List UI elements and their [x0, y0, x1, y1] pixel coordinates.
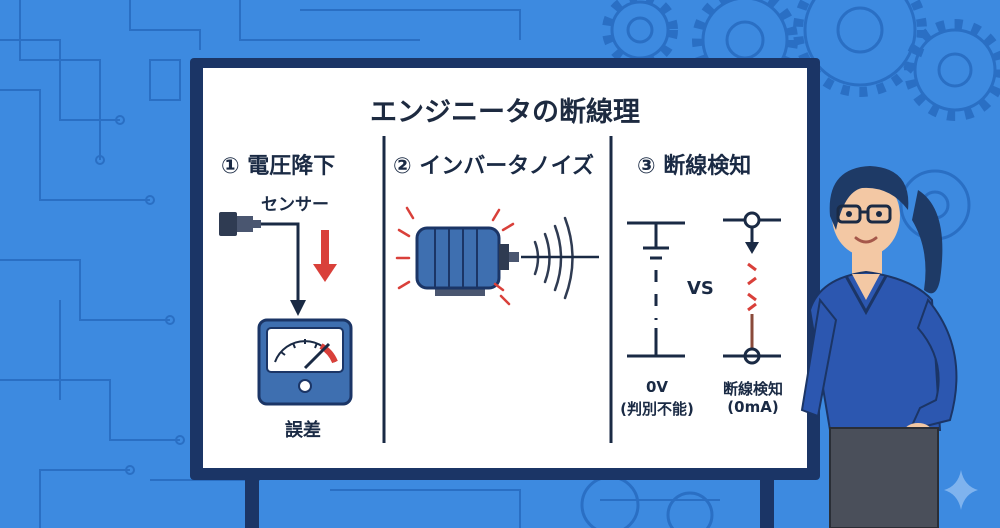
whiteboard-leg-left	[245, 478, 259, 528]
break-detection-circuit	[723, 211, 781, 365]
whiteboard-leg-right	[760, 478, 774, 528]
right-caption-line-2: (0mA)	[727, 398, 779, 416]
motor-icon	[415, 226, 519, 296]
meter-label: 誤差	[285, 420, 321, 441]
voltage-drop-arrow-icon	[313, 230, 337, 282]
diagram-drawing	[219, 136, 781, 443]
presenter-illustration	[800, 166, 958, 528]
analog-meter-icon	[257, 318, 353, 406]
left-caption-line-1: 0V	[645, 378, 669, 396]
left-caption-line-2: (判別不能)	[620, 400, 694, 418]
motor-vibration-marks	[395, 206, 515, 306]
section-3-heading: ③ 断線検知	[637, 154, 752, 179]
wire-arrow-head	[290, 300, 306, 316]
section-2-heading: ② インバータノイズ	[393, 154, 594, 179]
sensor-wire	[261, 222, 300, 302]
compare-label: VS	[687, 278, 714, 299]
sensor-label: センサー	[261, 195, 329, 215]
whiteboard: エンジニータの断線理 ① 電圧降下 ② インバータノイズ ③ 断線検知 センサー…	[203, 68, 807, 468]
sparkle-icon	[944, 470, 978, 510]
board-title: エンジニータの断線理	[370, 97, 640, 128]
section-1-heading: ① 電圧降下	[221, 154, 336, 179]
zero-volt-circuit	[627, 221, 685, 358]
sensor-plug-icon	[219, 212, 261, 236]
right-caption-line-1: 断線検知	[722, 380, 783, 398]
